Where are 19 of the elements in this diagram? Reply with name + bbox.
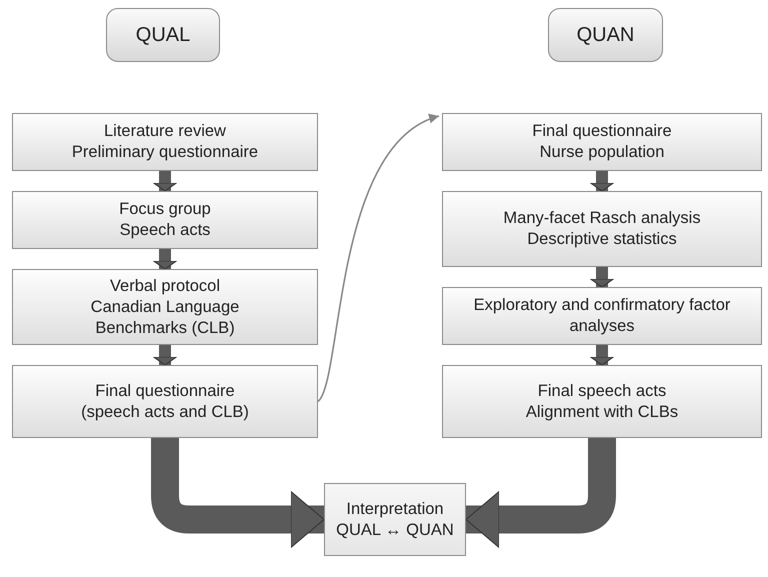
arrow: [317, 115, 440, 402]
header-box: QUAN: [548, 8, 663, 62]
block-arrow: [590, 345, 614, 366]
process-box: Many-facet Rasch analysis Descriptive statistics: [442, 191, 762, 267]
block-arrow: [466, 438, 616, 548]
block-arrow: [153, 345, 177, 366]
block-arrow: [590, 267, 614, 288]
process-box: Exploratory and confirmatory factor analyses: [442, 287, 762, 345]
header-box: QUAL: [106, 8, 220, 62]
process-box: Verbal protocol Canadian Language Benchmarks (CLB): [12, 269, 318, 345]
block-arrow: [153, 249, 177, 270]
process-box: Focus group Speech acts: [12, 191, 318, 249]
process-box: Final speech acts Alignment with CLBs: [442, 365, 762, 438]
process-box: Literature review Preliminary questionnaire: [12, 113, 318, 171]
process-box: Final questionnaire Nurse population: [442, 113, 762, 171]
block-arrow: [153, 171, 177, 192]
block-arrow: [590, 171, 614, 192]
process-box: Final questionnaire (speech acts and CLB): [12, 365, 318, 438]
process-box: Interpretation QUAL ↔ QUAN: [324, 483, 466, 556]
